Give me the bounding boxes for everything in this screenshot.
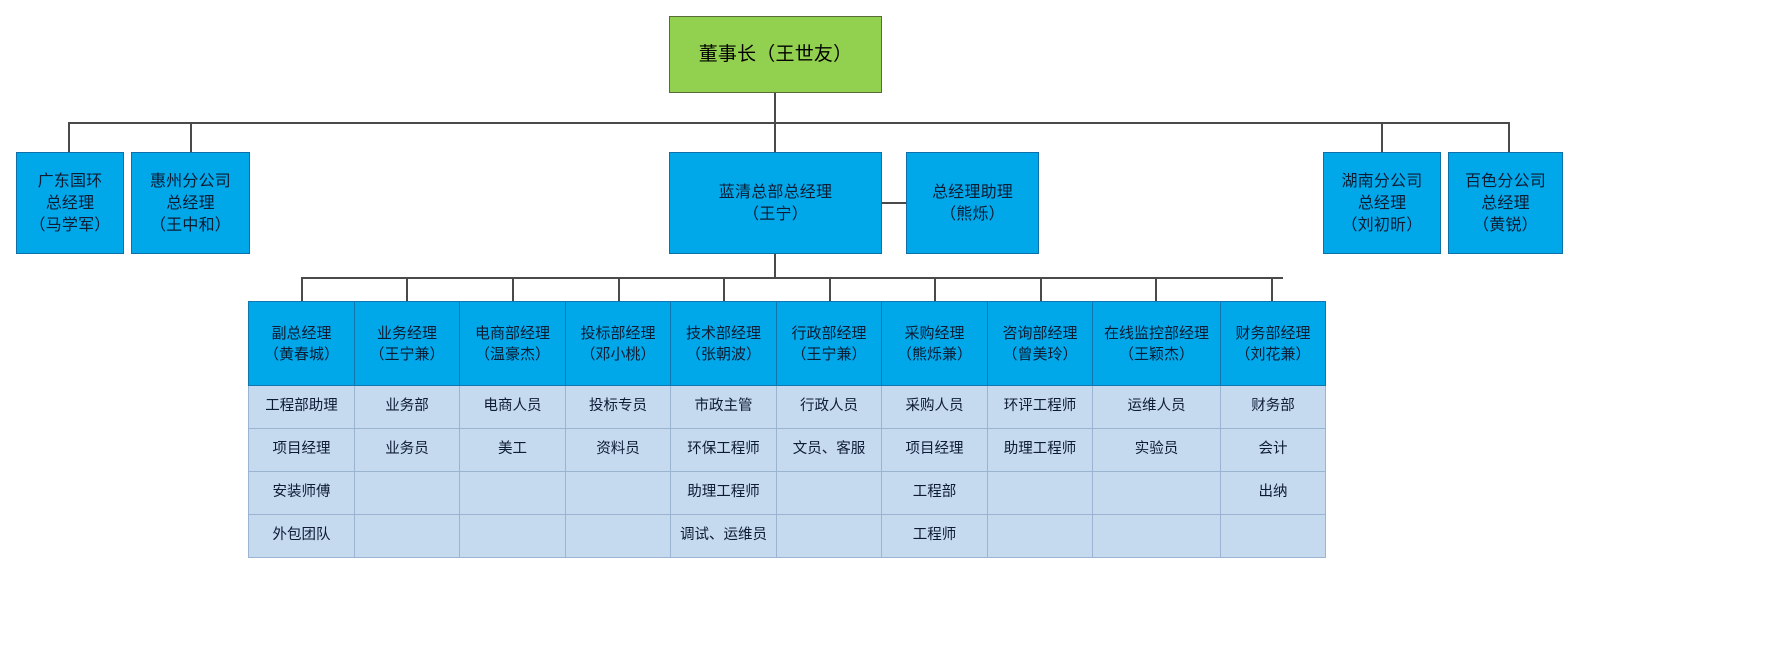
- dept-cell: 助理工程师: [987, 428, 1093, 472]
- dept-cell: [354, 514, 460, 558]
- node-hq-general-manager[interactable]: 蓝清总部总经理 （王宁）: [669, 152, 882, 254]
- dept-cell: 业务员: [354, 428, 460, 472]
- node-branch-baise[interactable]: 百色分公司 总经理 （黄锐）: [1448, 152, 1563, 254]
- dept-cell: [1092, 514, 1221, 558]
- connector-drop-baise: [1508, 122, 1510, 152]
- connector-drop-dept-2: [406, 277, 408, 301]
- dept-cell: [459, 471, 566, 515]
- dept-cell: 出纳: [1220, 471, 1326, 515]
- connector-department-bus: [301, 277, 1283, 279]
- connector-hq-stem: [774, 254, 776, 278]
- department-grid: 副总经理 （黄春城） 业务经理 （王宁兼） 电商部经理 （温豪杰） 投标部经理 …: [248, 301, 1326, 558]
- dept-head-1[interactable]: 副总经理 （黄春城）: [248, 301, 355, 386]
- dept-cell: [1220, 514, 1326, 558]
- dept-cell: 投标专员: [565, 385, 671, 429]
- connector-drop-dept-1: [301, 277, 303, 301]
- table-row: 外包团队 调试、运维员 工程师: [248, 514, 1326, 558]
- node-branch-hunan[interactable]: 湖南分公司 总经理 （刘初昕）: [1323, 152, 1441, 254]
- dept-head-7[interactable]: 采购经理 （熊烁兼）: [881, 301, 988, 386]
- connector-drop-dept-4: [618, 277, 620, 301]
- dept-head-9[interactable]: 在线监控部经理 （王颖杰）: [1092, 301, 1221, 386]
- dept-cell: [1092, 471, 1221, 515]
- dept-cell: [459, 514, 566, 558]
- dept-cell: 项目经理: [248, 428, 355, 472]
- dept-cell: 工程部助理: [248, 385, 355, 429]
- connector-drop-hunan: [1381, 122, 1383, 152]
- dept-cell: 会计: [1220, 428, 1326, 472]
- dept-cell: 行政人员: [776, 385, 882, 429]
- dept-cell: 外包团队: [248, 514, 355, 558]
- connector-drop-huizhou: [190, 122, 192, 152]
- dept-cell: 工程师: [881, 514, 988, 558]
- dept-cell: [565, 471, 671, 515]
- dept-cell: 资料员: [565, 428, 671, 472]
- dept-cell: 助理工程师: [670, 471, 777, 515]
- dept-cell: [776, 471, 882, 515]
- node-branch-guangdong[interactable]: 广东国环 总经理 （马学军）: [16, 152, 124, 254]
- connector-chairman-stem: [774, 93, 776, 123]
- connector-drop-dept-10: [1271, 277, 1273, 301]
- connector-drop-dept-6: [829, 277, 831, 301]
- dept-cell: 市政主管: [670, 385, 777, 429]
- dept-cell: [776, 514, 882, 558]
- connector-drop-dept-7: [934, 277, 936, 301]
- dept-cell: 美工: [459, 428, 566, 472]
- dept-cell: 文员、客服: [776, 428, 882, 472]
- dept-cell: 采购人员: [881, 385, 988, 429]
- dept-cell: 财务部: [1220, 385, 1326, 429]
- dept-cell: [565, 514, 671, 558]
- connector-drop-guangdong: [68, 122, 70, 152]
- dept-head-6[interactable]: 行政部经理 （王宁兼）: [776, 301, 882, 386]
- dept-cell: 实验员: [1092, 428, 1221, 472]
- node-gm-assistant[interactable]: 总经理助理 （熊烁）: [906, 152, 1039, 254]
- connector-drop-hq: [774, 122, 776, 152]
- dept-cell: 运维人员: [1092, 385, 1221, 429]
- node-branch-huizhou[interactable]: 惠州分公司 总经理 （王中和）: [131, 152, 250, 254]
- dept-cell: 业务部: [354, 385, 460, 429]
- connector-gm-assistant: [882, 202, 906, 204]
- dept-cell: [354, 471, 460, 515]
- dept-head-5[interactable]: 技术部经理 （张朝波）: [670, 301, 777, 386]
- connector-drop-dept-3: [512, 277, 514, 301]
- dept-cell: [987, 514, 1093, 558]
- dept-head-8[interactable]: 咨询部经理 （曾美玲）: [987, 301, 1093, 386]
- dept-cell: 环保工程师: [670, 428, 777, 472]
- dept-cell: 电商人员: [459, 385, 566, 429]
- connector-drop-dept-9: [1155, 277, 1157, 301]
- connector-level2-bus: [68, 122, 1510, 124]
- dept-cell: [987, 471, 1093, 515]
- dept-head-3[interactable]: 电商部经理 （温豪杰）: [459, 301, 566, 386]
- dept-cell: 调试、运维员: [670, 514, 777, 558]
- dept-cell: 安装师傅: [248, 471, 355, 515]
- dept-cell: 项目经理: [881, 428, 988, 472]
- connector-drop-dept-8: [1040, 277, 1042, 301]
- dept-head-2[interactable]: 业务经理 （王宁兼）: [354, 301, 460, 386]
- department-header-row: 副总经理 （黄春城） 业务经理 （王宁兼） 电商部经理 （温豪杰） 投标部经理 …: [248, 301, 1326, 386]
- node-chairman[interactable]: 董事长（王世友）: [669, 16, 882, 93]
- connector-drop-dept-5: [723, 277, 725, 301]
- dept-cell: 工程部: [881, 471, 988, 515]
- dept-head-4[interactable]: 投标部经理 （邓小桃）: [565, 301, 671, 386]
- dept-head-10[interactable]: 财务部经理 （刘花兼）: [1220, 301, 1326, 386]
- table-row: 安装师傅 助理工程师 工程部 出纳: [248, 471, 1326, 515]
- table-row: 工程部助理 业务部 电商人员 投标专员 市政主管 行政人员 采购人员 环评工程师…: [248, 385, 1326, 429]
- dept-cell: 环评工程师: [987, 385, 1093, 429]
- table-row: 项目经理 业务员 美工 资料员 环保工程师 文员、客服 项目经理 助理工程师 实…: [248, 428, 1326, 472]
